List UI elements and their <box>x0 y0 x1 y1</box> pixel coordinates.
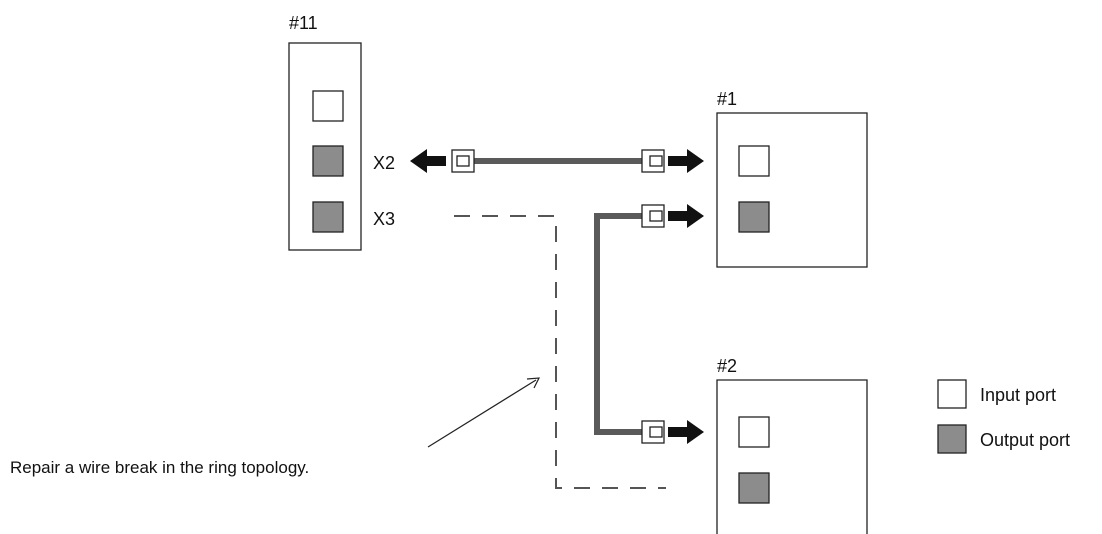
legend-output-swatch <box>937 424 967 454</box>
port-label-x3: X3 <box>373 209 395 229</box>
connector-icon <box>641 420 665 444</box>
annotation-text: Repair a wire break in the ring topology… <box>10 458 309 477</box>
broken-wire-dashed <box>454 215 666 489</box>
unit-11-input-port <box>312 90 344 122</box>
unit-1-input-port <box>738 145 770 177</box>
unit-2-box <box>716 379 868 534</box>
unit-1-box <box>716 112 868 268</box>
annotation-pointer-line <box>427 379 537 448</box>
connector-icon <box>641 204 665 228</box>
unit-2-output-port <box>738 472 770 504</box>
arrow-left-icon <box>410 149 446 173</box>
legend-input-swatch <box>937 379 967 409</box>
port-label-x2: X2 <box>373 153 395 173</box>
connector-icon <box>451 149 475 173</box>
unit-2-input-port <box>738 416 770 448</box>
unit-11-output-port-x3 <box>312 201 344 233</box>
unit-11-output-port-x2 <box>312 145 344 177</box>
unit-11-label: #11 <box>289 13 318 33</box>
arrow-right-icon <box>668 149 704 173</box>
legend-output-label: Output port <box>980 430 1070 450</box>
legend-input-label: Input port <box>980 385 1056 405</box>
cable-unit1-to-unit2 <box>594 213 642 435</box>
unit-2-label: #2 <box>717 356 737 376</box>
unit-1-output-port <box>738 201 770 233</box>
arrow-right-icon <box>668 204 704 228</box>
annotation-arrowhead-icon <box>526 377 541 389</box>
arrow-right-icon <box>668 420 704 444</box>
unit-1-label: #1 <box>717 89 737 109</box>
connector-icon <box>641 149 665 173</box>
